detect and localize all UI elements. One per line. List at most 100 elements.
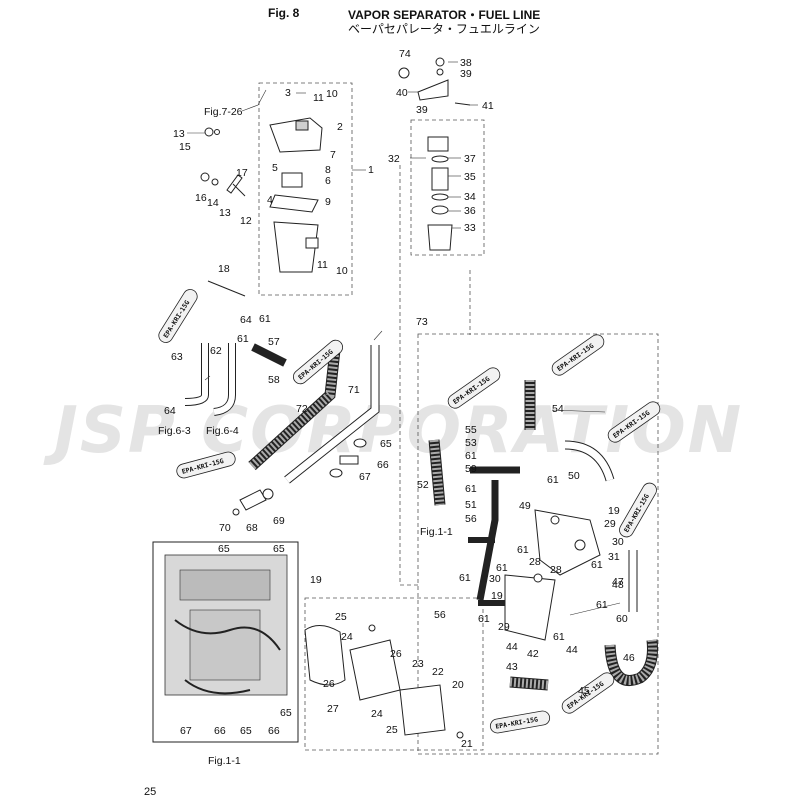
callout-2: 2: [337, 121, 343, 133]
callout-30: 30: [489, 573, 501, 585]
callout-13: 13: [173, 128, 185, 140]
callout-21: 21: [461, 738, 473, 750]
callout-61: 61: [553, 631, 565, 643]
cap-74: [398, 67, 410, 79]
grommet-16: [200, 172, 210, 182]
bracket-17: [226, 174, 243, 194]
o-ring-37: [431, 155, 449, 163]
gasket-9: [269, 194, 319, 213]
callout-5: 5: [272, 162, 278, 174]
hose-57: [251, 343, 287, 367]
callout-61: 61: [237, 333, 249, 345]
callout-61: 61: [496, 562, 508, 574]
grommet-13: [204, 127, 214, 137]
callout-44: 44: [506, 641, 518, 653]
callout-74: 74: [399, 48, 411, 60]
hose-62-inner: [213, 343, 235, 415]
fig-ref-6-4: Fig.6-4: [206, 425, 239, 437]
float-part: [281, 172, 303, 188]
fig-ref-6-3: Fig.6-3: [158, 425, 191, 437]
callout-19: 19: [608, 505, 620, 517]
callout-14: 14: [207, 197, 219, 209]
callout-68: 68: [246, 522, 258, 534]
callout-20: 20: [452, 679, 464, 691]
clamp-69: [262, 488, 274, 500]
callout-63: 63: [171, 351, 183, 363]
epa-tag: EPA-KRI-15G: [158, 289, 198, 343]
callout-29: 29: [604, 518, 616, 530]
callout-3: 3: [285, 87, 291, 99]
pump-lower: [504, 574, 556, 641]
bowl-outlet: [305, 237, 319, 249]
callout-10: 10: [326, 88, 338, 100]
engine-fuel-line: [174, 619, 281, 651]
filter-cup-33: [427, 224, 453, 251]
engine-intake: [179, 569, 271, 601]
fitting-19: [550, 515, 560, 525]
engine-inset: [152, 541, 299, 743]
callout-71: 71: [348, 384, 360, 396]
bracket-40: [417, 79, 449, 101]
collar-14: [211, 178, 219, 186]
callout-61: 61: [465, 483, 477, 495]
callout-43: 43: [506, 661, 518, 673]
callout-65: 65: [240, 725, 252, 737]
callout-66: 66: [214, 725, 226, 737]
nut-38: [435, 57, 445, 67]
callout-28: 28: [550, 564, 562, 576]
callout-7: 7: [330, 149, 336, 161]
callout-8: 8: [325, 164, 331, 176]
bolt-12: [232, 183, 246, 197]
figure-references: Fig.7-26 Fig.6-3 Fig.6-4 Fig.1-1 Fig.1-1: [158, 106, 453, 767]
separator-bowl: [273, 221, 319, 273]
hose-63-inner: [184, 343, 208, 405]
callout-58: 58: [268, 374, 280, 386]
leader-lines: [187, 61, 621, 616]
watermark: JSP CORPORATION: [43, 394, 743, 468]
callout-65: 65: [280, 707, 292, 719]
hose-50-inner: [564, 441, 614, 482]
pump-cover-27: [304, 625, 346, 686]
callout-57: 57: [268, 336, 280, 348]
callout-1: 1: [368, 164, 374, 176]
callout-4: 4: [267, 194, 273, 206]
page-title: VAPOR SEPARATOR・FUEL LINE: [348, 8, 541, 22]
callout-30: 30: [612, 536, 624, 548]
callout-35: 35: [464, 171, 476, 183]
engine-fuel-line: [184, 679, 251, 695]
callout-26: 26: [390, 648, 402, 660]
callout-31: 31: [608, 551, 620, 563]
callout-55: 55: [465, 424, 477, 436]
callout-10: 10: [336, 265, 348, 277]
callout-47: 47: [612, 576, 624, 588]
callout-38: 38: [460, 57, 472, 69]
callout-69: 69: [273, 515, 285, 527]
separator-cover: [269, 117, 323, 153]
callout-72: 72: [296, 403, 308, 415]
callout-26: 26: [323, 678, 335, 690]
fitting-28: [533, 573, 543, 583]
clamp-67: [329, 468, 343, 478]
plug-70: [232, 508, 240, 516]
callout-44: 44: [566, 644, 578, 656]
callout-32: 32: [388, 153, 400, 165]
fuel-hoses: [184, 343, 658, 691]
bolt-41: [454, 102, 471, 106]
callout-42: 42: [527, 648, 539, 660]
page-header: Fig. 8 VAPOR SEPARATOR・FUEL LINE ベーパセパレー…: [0, 6, 800, 40]
hose-51: [470, 466, 520, 601]
callout-19: 19: [491, 590, 503, 602]
callout-41: 41: [482, 100, 494, 112]
callout-19: 19: [310, 574, 322, 586]
hose-46-mesh: [605, 639, 657, 685]
callout-11: 11: [317, 259, 328, 271]
callout-59: 59: [465, 463, 477, 475]
clamp-65: [353, 438, 367, 448]
callout-15: 15: [179, 141, 191, 153]
clamp-66: [339, 455, 359, 465]
callout-66: 66: [377, 459, 389, 471]
callout-23: 23: [412, 658, 424, 670]
callout-62: 62: [210, 345, 222, 357]
callout-37: 37: [464, 153, 476, 165]
callout-39: 39: [416, 104, 428, 116]
